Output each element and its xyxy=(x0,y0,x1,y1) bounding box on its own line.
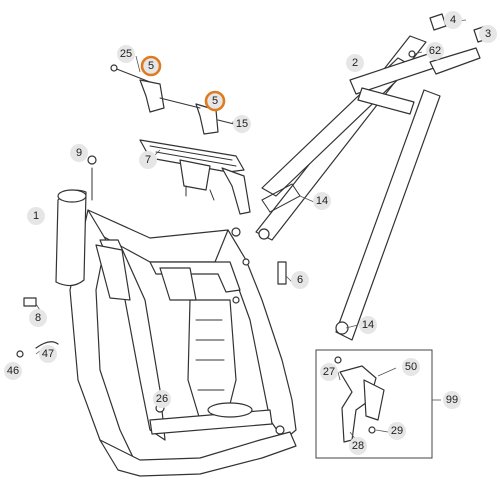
svg-text:46: 46 xyxy=(7,365,19,377)
svg-text:14: 14 xyxy=(362,319,374,331)
svg-text:2: 2 xyxy=(352,57,358,69)
svg-text:15: 15 xyxy=(236,118,248,130)
callouts: 25 5 5 15 9 7 4 3 xyxy=(4,11,497,455)
callout-5-highlighted[interactable]: 5 xyxy=(204,90,226,112)
detail-box xyxy=(315,349,433,459)
callout-14[interactable]: 14 xyxy=(359,316,377,334)
svg-text:1: 1 xyxy=(33,210,39,222)
svg-text:9: 9 xyxy=(76,147,82,159)
svg-text:62: 62 xyxy=(429,45,441,57)
svg-text:47: 47 xyxy=(42,348,54,360)
callout-25[interactable]: 25 xyxy=(117,45,135,63)
svg-text:7: 7 xyxy=(145,154,151,166)
callout-50[interactable]: 50 xyxy=(402,358,420,376)
svg-text:26: 26 xyxy=(156,393,168,405)
svg-text:50: 50 xyxy=(405,361,417,373)
svg-text:14: 14 xyxy=(316,195,328,207)
svg-text:99: 99 xyxy=(446,394,458,406)
callout-6[interactable]: 6 xyxy=(291,271,309,289)
callout-27[interactable]: 27 xyxy=(320,363,338,381)
callout-1[interactable]: 1 xyxy=(27,207,45,225)
callout-62[interactable]: 62 xyxy=(426,42,444,60)
frame-clip xyxy=(277,261,287,285)
svg-text:25: 25 xyxy=(120,48,132,60)
svg-text:5: 5 xyxy=(212,95,218,107)
svg-text:29: 29 xyxy=(391,425,403,437)
subframe xyxy=(255,35,481,341)
svg-text:3: 3 xyxy=(485,28,491,40)
callout-2[interactable]: 2 xyxy=(346,54,364,72)
callout-28[interactable]: 28 xyxy=(349,437,367,455)
callout-3[interactable]: 3 xyxy=(479,25,497,43)
svg-text:6: 6 xyxy=(297,274,303,286)
callout-29[interactable]: 29 xyxy=(388,422,406,440)
svg-text:8: 8 xyxy=(35,312,41,324)
main-frame xyxy=(55,155,297,477)
callout-8[interactable]: 8 xyxy=(29,309,47,327)
callout-15[interactable]: 15 xyxy=(233,115,251,133)
callout-47[interactable]: 47 xyxy=(39,345,57,363)
callout-26[interactable]: 26 xyxy=(153,390,171,408)
svg-text:4: 4 xyxy=(450,14,456,26)
callout-9[interactable]: 9 xyxy=(70,144,88,162)
callout-46[interactable]: 46 xyxy=(4,362,22,380)
sidestand-bracket xyxy=(334,356,385,443)
callout-4[interactable]: 4 xyxy=(444,11,462,29)
callout-5-highlighted[interactable]: 5 xyxy=(140,55,162,77)
svg-text:5: 5 xyxy=(148,60,154,72)
svg-text:27: 27 xyxy=(323,366,335,378)
callout-14[interactable]: 14 xyxy=(313,192,331,210)
mount-brackets xyxy=(110,64,248,135)
svg-text:28: 28 xyxy=(352,440,364,452)
callout-99[interactable]: 99 xyxy=(443,391,461,409)
skid-bracket xyxy=(139,139,251,215)
callout-7[interactable]: 7 xyxy=(139,151,157,169)
